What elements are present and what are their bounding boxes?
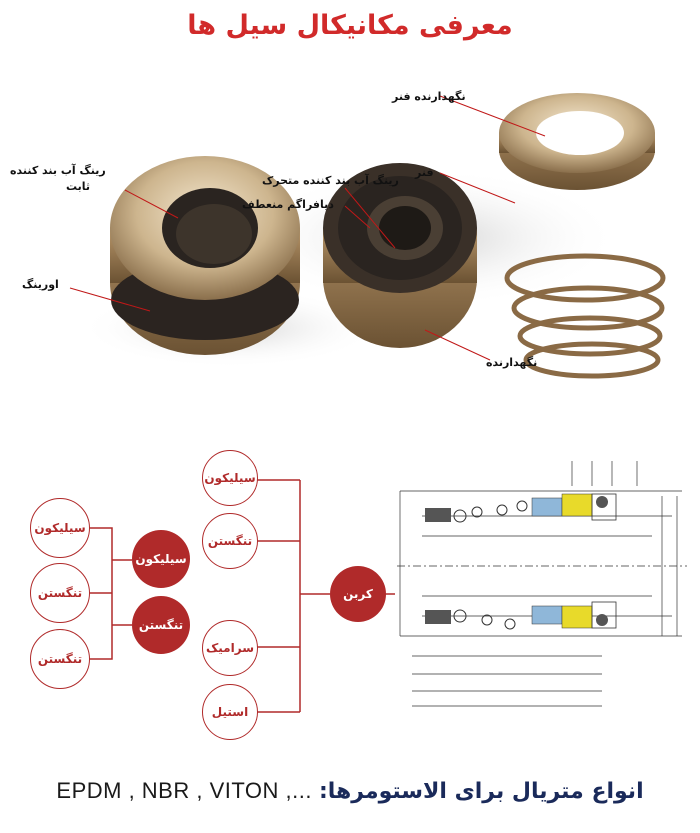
label-holder: نگهدارنده [486, 356, 538, 369]
label-spring-holder: نگهدارنده فنر [392, 90, 466, 103]
spring-assembly [504, 253, 666, 379]
label-fixed-ring-2: ثابت [66, 180, 91, 193]
material-tungsten: تنگستن [202, 513, 258, 569]
spring-holder [499, 93, 655, 190]
material-steel: استیل [202, 684, 258, 740]
elastomer-materials-label: انواع متریال برای الاستومرها: [318, 779, 644, 804]
technical-drawing [397, 461, 687, 707]
label-diaphragm: دیافراگم منعطف [242, 198, 334, 211]
label-fixed-ring: رینگ آب بند کننده [10, 164, 106, 177]
material-silicon: سیلیکون [30, 498, 90, 558]
page-title: معرفی مکانیکال سیل ها [187, 10, 513, 41]
elastomer-materials-line: EPDM , NBR , VITON ,... انواع متریال برا… [0, 778, 700, 804]
seal-components-photo [69, 93, 666, 379]
fixed-seal-ring [110, 156, 300, 355]
material-tungsten: تنگستن [30, 563, 90, 623]
material-silicon: سیلیکون [202, 450, 258, 506]
material-ceramic: سرامیک [202, 620, 258, 676]
label-spring: فنر [415, 166, 434, 179]
material-tungsten-main: تنگستن [132, 596, 190, 654]
label-oring: اورینگ [22, 278, 59, 291]
elastomer-materials-values: EPDM , NBR , VITON ,... [56, 778, 312, 803]
label-moving-ring: رینگ آب بند کننده متحرک [262, 174, 399, 187]
moving-seal-ring [323, 163, 477, 348]
material-silicon-main: سیلیکون [132, 530, 190, 588]
material-carbon: کربن [330, 566, 386, 622]
material-tungsten: تنگستن [30, 629, 90, 689]
